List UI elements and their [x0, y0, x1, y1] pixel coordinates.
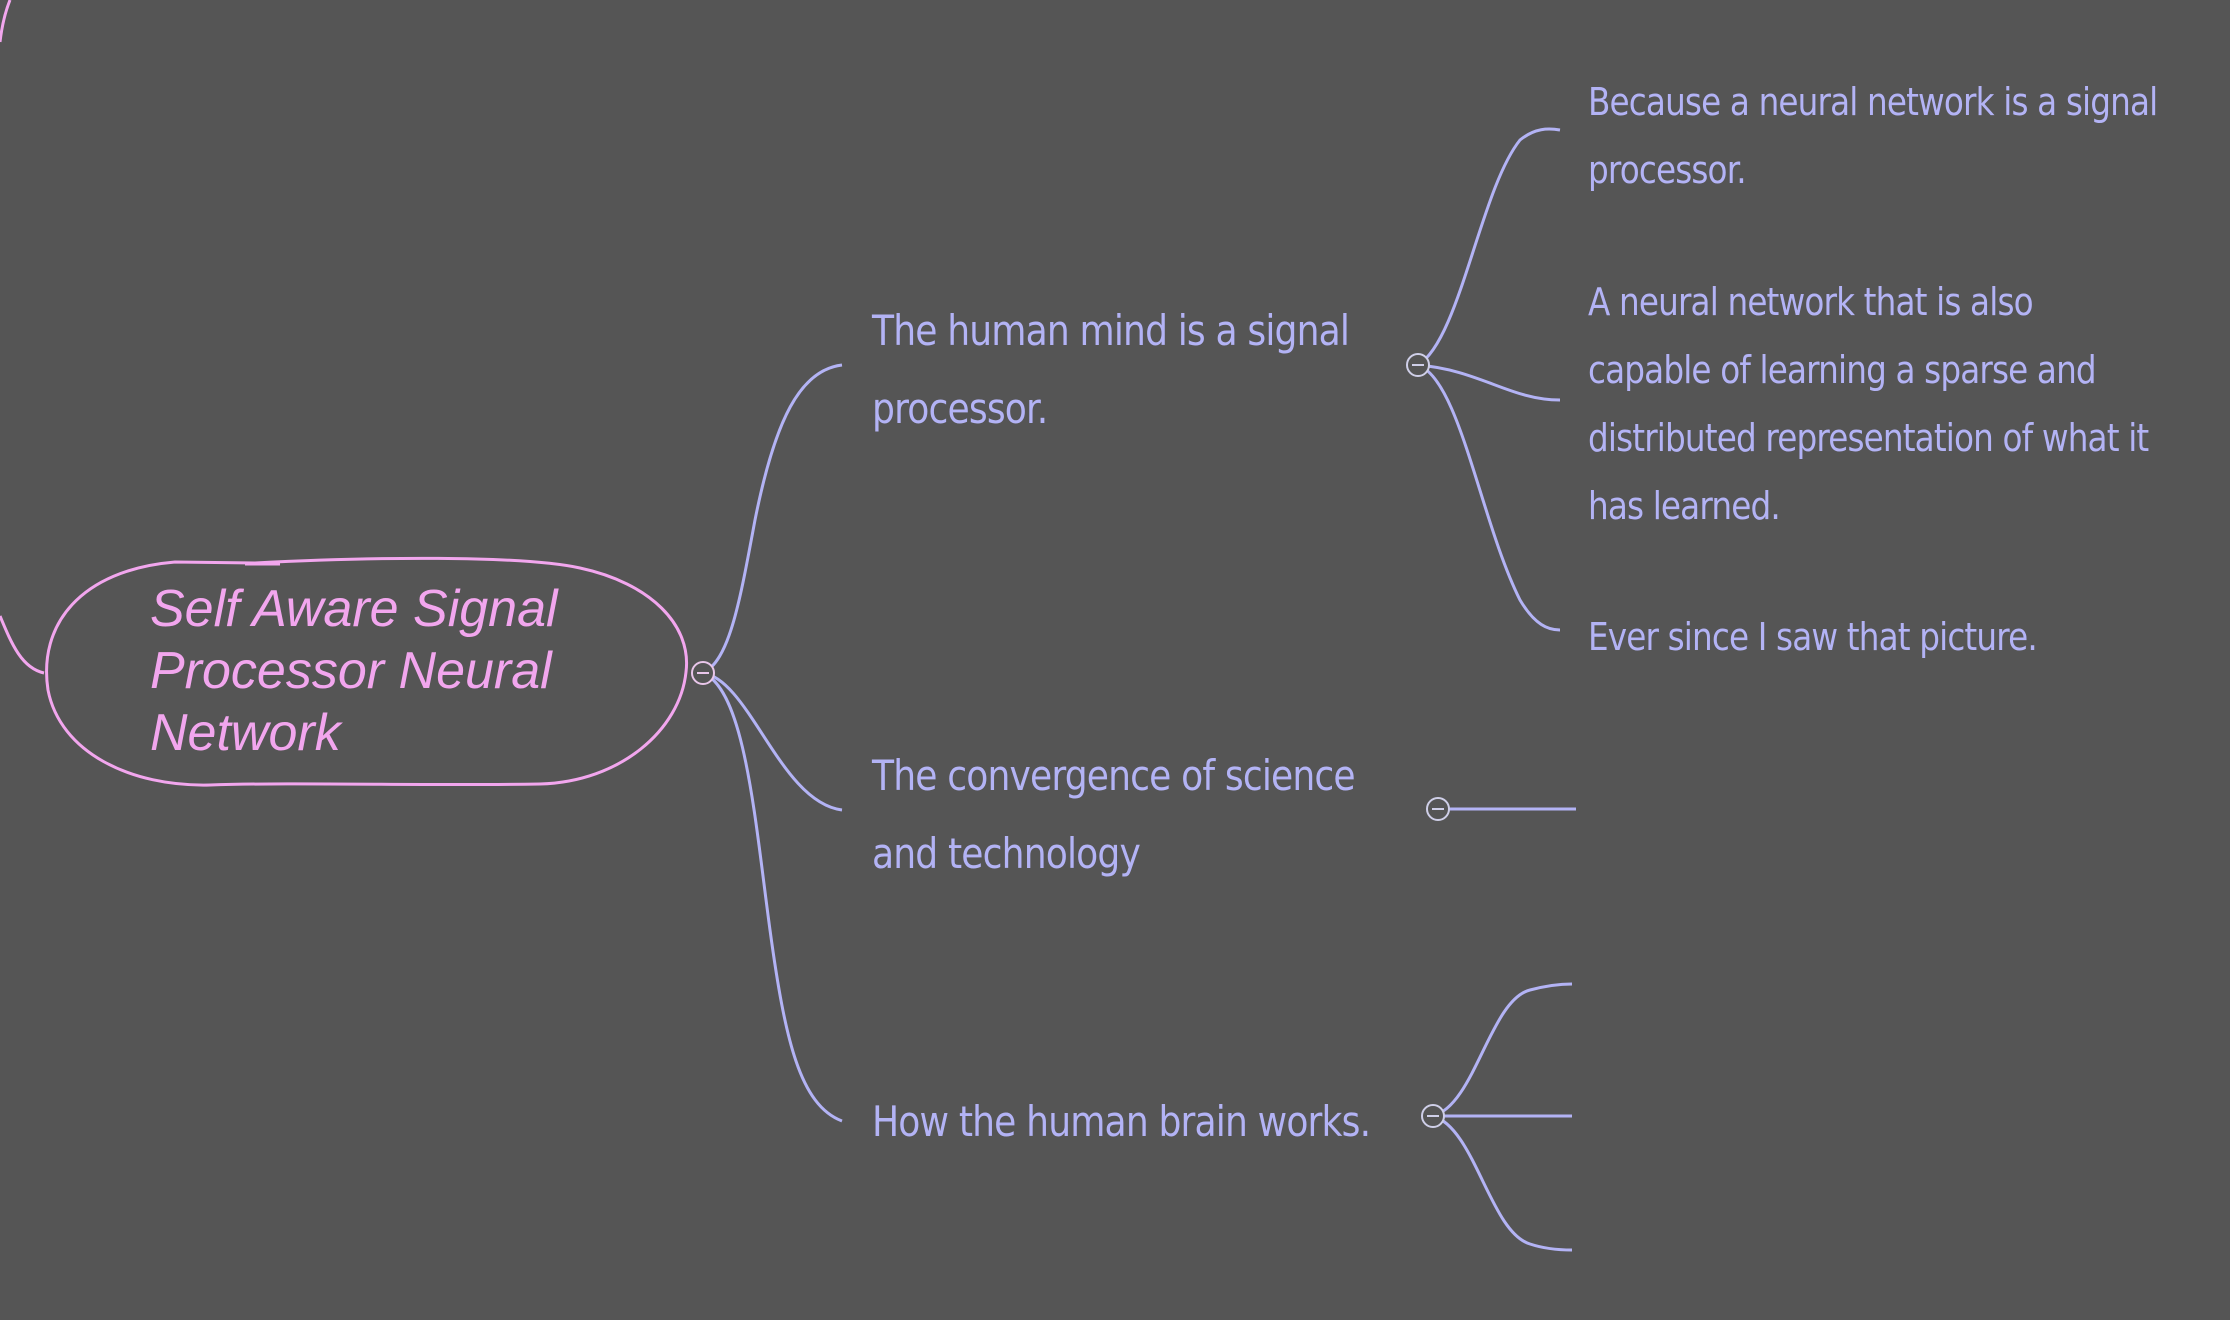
root-node-line: Processor Neural [150, 642, 552, 700]
root-node-line: Network [150, 704, 341, 762]
parent-link-bottom [0, 615, 45, 675]
leaf-node-line: Because a neural network is a signal [1588, 80, 2158, 124]
leaf-node-line: has learned. [1588, 484, 1781, 528]
leaf-node-picture[interactable]: Ever since I saw that picture. [1588, 603, 2038, 671]
root-branch-links [702, 363, 843, 1123]
leaf-node-line: processor. [1588, 148, 1747, 192]
root-collapse-toggle-icon[interactable] [691, 661, 715, 685]
branch-node-line: The human mind is a signal [872, 306, 1350, 355]
branch-node-human-mind[interactable]: The human mind is a signal processor. [872, 292, 1350, 448]
leaf-node-signal-processor[interactable]: Because a neural network is a signal pro… [1588, 68, 2158, 204]
branch-node-line: The convergence of science [872, 751, 1356, 800]
branch-node-line: How the human brain works. [872, 1097, 1371, 1146]
leaf-node-line: Ever since I saw that picture. [1588, 615, 2038, 659]
branch-3-child-links [1432, 982, 1573, 1252]
leaf-node-line: distributed representation of what it [1588, 416, 2149, 460]
leaf-node-line: capable of learning a sparse and [1588, 348, 2097, 392]
branch-1-child-links [1417, 127, 1561, 632]
parent-link-top [0, 0, 12, 43]
branch-1-collapse-toggle-icon[interactable] [1406, 353, 1430, 377]
branch-node-line: processor. [872, 384, 1048, 433]
branch-3-collapse-toggle-icon[interactable] [1421, 1104, 1445, 1128]
root-node-outline [45, 556, 689, 787]
root-node[interactable]: Self Aware Signal Processor Neural Netwo… [150, 578, 590, 764]
branch-node-human-brain[interactable]: How the human brain works. [872, 1083, 1371, 1161]
branch-node-convergence[interactable]: The convergence of science and technolog… [872, 737, 1356, 893]
root-node-line: Self Aware Signal [150, 580, 558, 638]
branch-2-collapse-toggle-icon[interactable] [1426, 797, 1450, 821]
leaf-node-sparse-representation[interactable]: A neural network that is also capable of… [1588, 268, 2149, 540]
branch-node-line: and technology [872, 829, 1141, 878]
leaf-node-line: A neural network that is also [1588, 280, 2034, 324]
